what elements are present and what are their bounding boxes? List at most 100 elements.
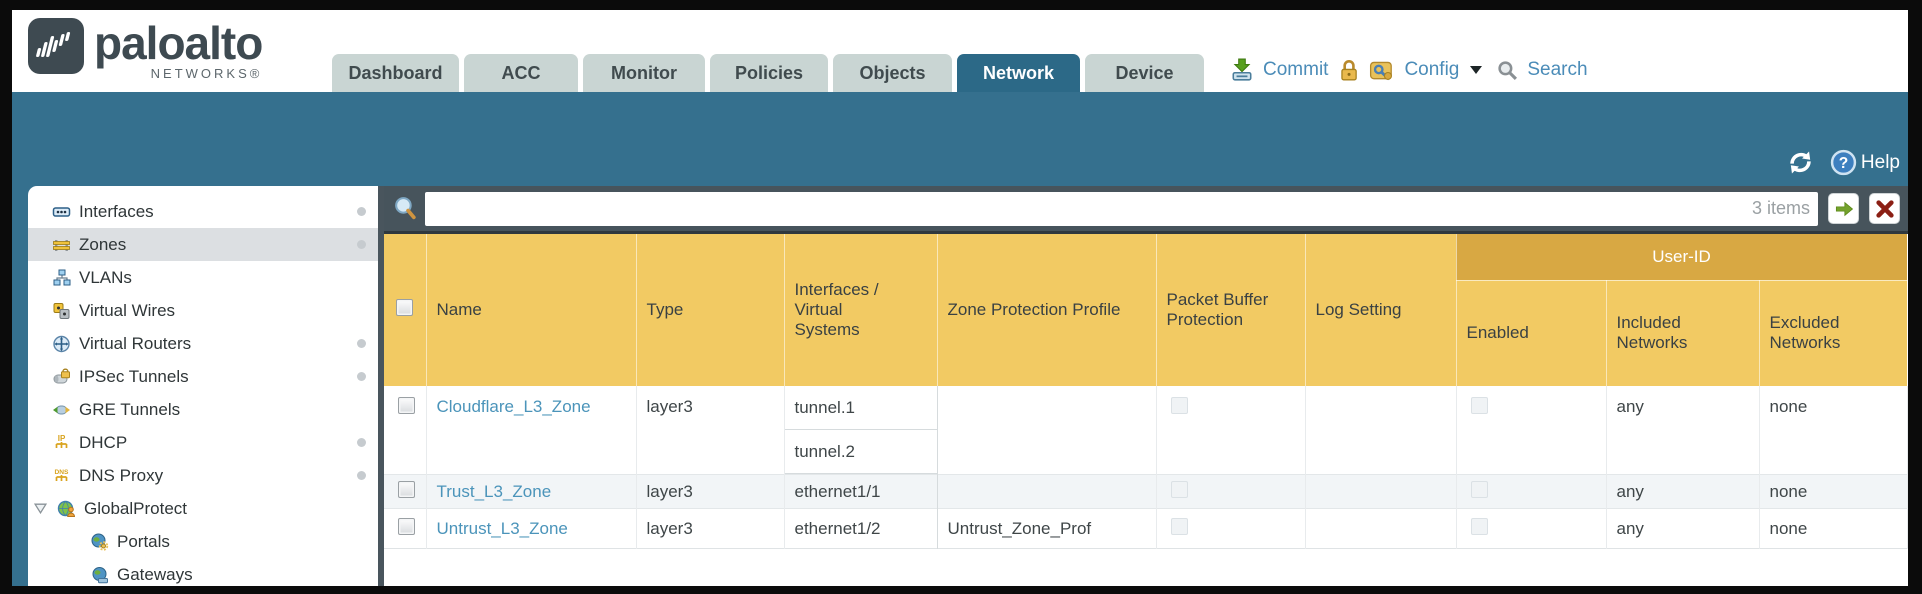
cell-excluded-networks: none bbox=[1759, 386, 1908, 475]
ipsec-tunnels-icon bbox=[52, 368, 71, 386]
config-button[interactable]: Config bbox=[1404, 59, 1460, 80]
packet-buffer-checkbox[interactable] bbox=[1170, 480, 1188, 498]
filter-field: 3 items bbox=[425, 191, 1818, 226]
tab-monitor[interactable]: Monitor bbox=[583, 54, 705, 92]
tab-dashboard[interactable]: Dashboard bbox=[332, 54, 459, 92]
status-dot bbox=[357, 339, 366, 348]
tab-policies[interactable]: Policies bbox=[710, 54, 828, 92]
cell-log-setting bbox=[1305, 386, 1457, 475]
sidebar-item-label: IPSec Tunnels bbox=[79, 366, 189, 386]
interface-entry: ethernet1/1 bbox=[794, 481, 881, 501]
enabled-checkbox[interactable] bbox=[1470, 480, 1488, 498]
tab-objects[interactable]: Objects bbox=[833, 54, 952, 92]
sidebar-item-label: Virtual Wires bbox=[79, 300, 176, 320]
column-header-interfaces[interactable]: Interfaces / Virtual Systems bbox=[784, 234, 938, 386]
filter-search-icon[interactable] bbox=[392, 195, 419, 222]
sidebar-item-portals[interactable]: Portals bbox=[28, 525, 378, 558]
cell-interfaces: ethernet1/2 bbox=[783, 508, 938, 549]
sidebar-item-dhcp[interactable]: IP DHCP bbox=[28, 426, 378, 459]
table-row: Untrust_L3_Zone layer3 ethernet1/2 Untru… bbox=[384, 508, 1908, 549]
gateways-icon bbox=[90, 566, 109, 584]
column-header-included-networks[interactable]: Included Networks bbox=[1606, 280, 1760, 386]
enabled-checkbox[interactable] bbox=[1470, 517, 1488, 535]
tab-label: Device bbox=[1115, 62, 1174, 83]
sidebar-item-interfaces[interactable]: Interfaces bbox=[28, 195, 378, 228]
column-group-user-id: User-ID bbox=[1456, 234, 1908, 281]
cell-included-networks: any bbox=[1606, 508, 1760, 549]
paloalto-logo: paloalto NETWORKS® bbox=[28, 18, 263, 81]
wordmark: paloalto NETWORKS® bbox=[94, 18, 263, 81]
cell-excluded-networks: none bbox=[1759, 508, 1908, 549]
row-checkbox[interactable] bbox=[398, 517, 415, 535]
interface-entry: tunnel.1 bbox=[784, 386, 937, 430]
help-control[interactable]: ? Help bbox=[1830, 149, 1900, 176]
search-icon[interactable] bbox=[1497, 60, 1518, 81]
waveform-icon bbox=[36, 32, 71, 57]
apply-filter-button[interactable] bbox=[1828, 193, 1859, 224]
column-header-zone-protection[interactable]: Zone Protection Profile bbox=[937, 234, 1157, 386]
cell-included-networks: any bbox=[1606, 474, 1760, 509]
column-header-log-setting[interactable]: Log Setting bbox=[1305, 234, 1457, 386]
sidebar-item-label: GRE Tunnels bbox=[79, 399, 181, 419]
panel-separator bbox=[378, 186, 384, 586]
row-checkbox[interactable] bbox=[398, 480, 415, 498]
commit-button[interactable]: Commit bbox=[1263, 59, 1329, 80]
tab-label: Monitor bbox=[611, 62, 677, 83]
refresh-icon[interactable] bbox=[1787, 149, 1814, 176]
sidebar-item-zones[interactable]: Zones bbox=[28, 228, 378, 261]
column-header-packet-buffer[interactable]: Packet Buffer Protection bbox=[1156, 234, 1306, 386]
sidebar-item-label: Gateways bbox=[117, 564, 193, 584]
zone-name-link[interactable]: Cloudflare_L3_Zone bbox=[436, 397, 591, 416]
tab-network[interactable]: Network bbox=[957, 54, 1080, 92]
cell-interfaces: tunnel.1 tunnel.2 bbox=[783, 386, 938, 475]
cell-enabled bbox=[1456, 474, 1607, 509]
packet-buffer-checkbox[interactable] bbox=[1170, 397, 1188, 414]
sidebar-item-label: Portals bbox=[117, 531, 170, 551]
status-dot bbox=[357, 240, 366, 249]
svg-text:IP: IP bbox=[58, 434, 66, 443]
packet-buffer-checkbox[interactable] bbox=[1170, 517, 1188, 535]
band-tools: ? Help bbox=[1787, 149, 1900, 176]
tab-label: Dashboard bbox=[348, 62, 443, 83]
cell-select bbox=[384, 508, 427, 549]
column-header-type[interactable]: Type bbox=[636, 234, 785, 386]
interfaces-icon bbox=[52, 203, 71, 221]
column-header-excluded-networks[interactable]: Excluded Networks bbox=[1759, 280, 1908, 386]
column-header-name[interactable]: Name bbox=[426, 234, 637, 386]
column-header-enabled[interactable]: Enabled bbox=[1456, 280, 1607, 386]
commit-icon[interactable] bbox=[1230, 58, 1254, 82]
sidebar-item-gre-tunnels[interactable]: GRE Tunnels bbox=[28, 393, 378, 426]
search-button[interactable]: Search bbox=[1527, 59, 1588, 80]
config-icon[interactable] bbox=[1369, 58, 1395, 82]
expander-triangle-icon[interactable] bbox=[34, 503, 47, 514]
cell-excluded-networks: none bbox=[1759, 474, 1908, 509]
lock-icon[interactable] bbox=[1337, 58, 1360, 82]
cell-packet-buffer bbox=[1156, 474, 1306, 509]
tab-device[interactable]: Device bbox=[1085, 54, 1204, 92]
zone-name-link[interactable]: Untrust_L3_Zone bbox=[436, 518, 568, 538]
tab-acc[interactable]: ACC bbox=[464, 54, 578, 92]
sidebar-item-dns-proxy[interactable]: DNS DNS Proxy bbox=[28, 459, 378, 492]
table-row: Trust_L3_Zone layer3 ethernet1/1 any non… bbox=[384, 474, 1908, 509]
row-checkbox[interactable] bbox=[398, 397, 415, 414]
interface-entry: tunnel.2 bbox=[784, 430, 937, 474]
items-count: 3 items bbox=[1751, 198, 1810, 218]
table-row: Cloudflare_L3_Zone layer3 tunnel.1 tunne… bbox=[384, 386, 1908, 475]
filter-bar: 3 items bbox=[384, 186, 1908, 234]
cell-included-networks: any bbox=[1606, 386, 1760, 475]
sidebar-item-virtual-wires[interactable]: Virtual Wires bbox=[28, 294, 378, 327]
sidebar-item-ipsec-tunnels[interactable]: IPSec Tunnels bbox=[28, 360, 378, 393]
config-caret-icon[interactable] bbox=[1470, 66, 1483, 74]
sidebar-item-globalprotect[interactable]: GlobalProtect bbox=[28, 492, 378, 525]
sidebar-item-vlans[interactable]: VLANs bbox=[28, 261, 378, 294]
virtual-routers-icon bbox=[52, 335, 71, 353]
enabled-checkbox[interactable] bbox=[1470, 397, 1488, 414]
filter-input[interactable] bbox=[425, 191, 1818, 226]
zone-name-link[interactable]: Trust_L3_Zone bbox=[436, 481, 552, 501]
cell-name: Trust_L3_Zone bbox=[426, 474, 637, 509]
cell-interfaces: ethernet1/1 bbox=[783, 474, 938, 509]
select-all-checkbox[interactable] bbox=[396, 299, 414, 316]
sidebar-item-virtual-routers[interactable]: Virtual Routers bbox=[28, 327, 378, 360]
clear-filter-button[interactable] bbox=[1869, 193, 1900, 224]
sidebar-item-gateways[interactable]: Gateways bbox=[28, 558, 378, 586]
